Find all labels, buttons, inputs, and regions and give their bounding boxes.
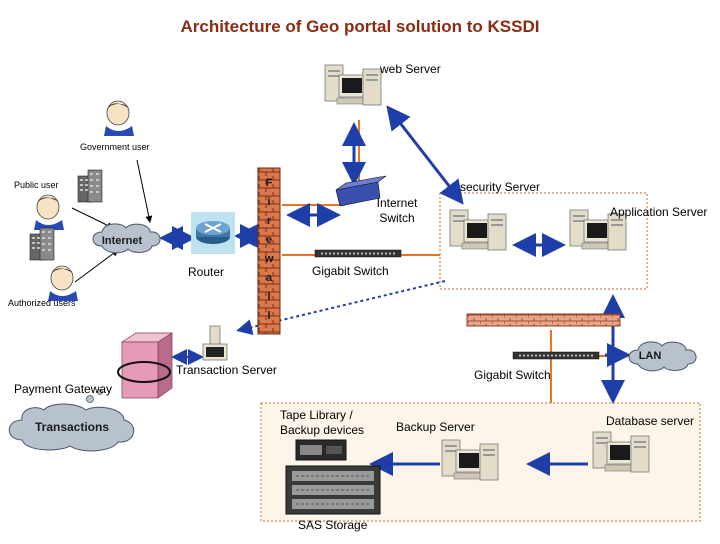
link-webserver-security (386, 105, 464, 205)
transactions-cloud-icon (8, 389, 135, 452)
transactions-label: Transactions (35, 420, 109, 434)
firewall-letter: i (267, 196, 271, 208)
gigabit-switch-top-label: Gigabit Switch (312, 264, 389, 278)
app-zone-box (439, 192, 648, 290)
tape-library-icon (295, 439, 347, 461)
payment-gateway-icon (117, 332, 174, 399)
gigabit-switch-bottom-label: Gigabit Switch (474, 368, 551, 382)
internet-label: Internet (102, 235, 143, 247)
authorized-users-icon (47, 265, 79, 302)
firewall-letter: a (265, 272, 273, 284)
firewall-icon (257, 167, 281, 335)
internet-switch-label: Internet Switch (376, 196, 418, 225)
security-server-label: security Server (460, 180, 541, 194)
web-server-icon (324, 64, 382, 106)
public-user-icon (33, 194, 65, 231)
database-server-label: Database server (606, 414, 695, 428)
firewall-letter: l (267, 310, 271, 322)
authorized-users-building-icon (29, 227, 55, 261)
sas-storage-label: SAS Storage (298, 518, 368, 532)
firewall-letter: w (264, 253, 274, 265)
government-user-icon (103, 100, 135, 137)
lan-label: LAN (639, 350, 662, 362)
sas-storage-icon (285, 465, 381, 515)
firewall-letter: e (265, 234, 273, 246)
government-user-label: Government user (80, 142, 150, 152)
gigabit-switch-top-icon (314, 249, 402, 258)
gigabit-switch-bottom-icon (512, 351, 600, 360)
backup-server-label: Backup Server (396, 420, 475, 434)
security-server-icon (449, 209, 507, 251)
router-icon (191, 212, 235, 254)
router-label: Router (188, 265, 225, 279)
transaction-server-label: Transaction Server (176, 363, 277, 377)
diagram-title: Architecture of Geo portal solution to K… (180, 17, 540, 36)
application-server-label: Application Server (610, 205, 708, 219)
authorized-users-label: Authorized users (8, 298, 76, 308)
internet-switch-icon (335, 175, 387, 207)
tape-library-label: Tape Library / Backup devices (280, 408, 365, 437)
firewall-letter: l (267, 291, 271, 303)
firewall-letter: F (265, 177, 273, 189)
web-server-label: web Server (380, 62, 441, 76)
payment-gateway-label: Payment Gateway (14, 382, 113, 396)
internal-firewall-icon (466, 313, 621, 327)
firewall-letter: r (266, 215, 272, 227)
transaction-server-icon (202, 325, 228, 361)
public-user-label: Public user (14, 180, 59, 190)
public-user-building-icon (77, 169, 103, 203)
